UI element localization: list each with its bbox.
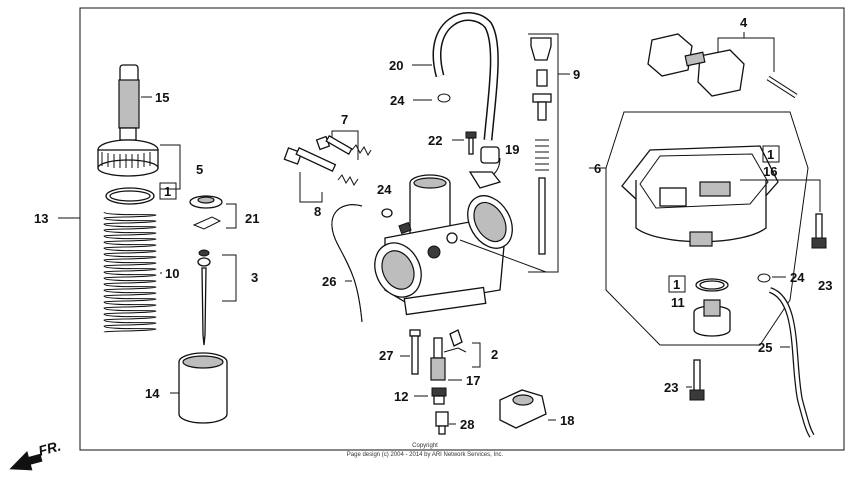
callout-14: 14 (145, 386, 160, 401)
callout-27: 27 (379, 348, 393, 363)
callout-24-top: 24 (390, 93, 405, 108)
front-label: FR. (37, 438, 63, 459)
part-20-overflow-hose (432, 12, 499, 141)
part-carburetor-body (374, 174, 513, 316)
callout-25: 25 (758, 340, 772, 355)
part-9-jet-kit (528, 33, 570, 273)
callout-18: 18 (560, 413, 574, 428)
callout-1-box-right (762, 145, 780, 163)
diagram-frame (79, 7, 845, 451)
callout-23-right: 23 (818, 278, 832, 293)
part-24-hose-clip-right (757, 273, 771, 283)
callout-21: 21 (245, 211, 259, 226)
callout-1-left: 1 (164, 184, 171, 199)
part-15-air-filter (118, 64, 152, 129)
part-10-spring (103, 211, 162, 333)
callout-17: 17 (466, 373, 480, 388)
footer-copyright-text: Page design (c) 2004 - 2014 by ARI Netwo… (347, 452, 504, 458)
part-17-needle-jet-holder (430, 337, 462, 381)
part-11-drain-plug (693, 278, 731, 337)
callout-26: 26 (322, 274, 336, 289)
callout-22: 22 (428, 133, 442, 148)
part-23-screw-right (811, 213, 827, 249)
part-28-starter-jet (435, 411, 456, 435)
callout-1-bottom: 1 (673, 277, 680, 292)
part-24-hose-clip-center (381, 208, 393, 218)
part-4-float (647, 32, 798, 99)
footer-copyright-label: Copyright (412, 443, 438, 449)
callout-28: 28 (460, 417, 474, 432)
callout-15: 15 (155, 90, 169, 105)
callout-16: 16 (763, 164, 777, 179)
callout-9: 9 (573, 67, 580, 82)
callout-12: 12 (394, 389, 408, 404)
callout-23-bottom: 23 (664, 380, 678, 395)
front-direction-arrow: FR. (9, 438, 63, 471)
callout-1-box-left (159, 182, 177, 200)
part-27-pilot-jet (400, 329, 421, 375)
callout-11: 11 (671, 295, 685, 310)
callout-10: 10 (165, 266, 179, 281)
part-24-hose-clip-top (437, 93, 451, 103)
callout-8: 8 (314, 204, 321, 219)
callout-20: 20 (389, 58, 403, 73)
part-14-throttle-slide (170, 352, 228, 424)
callout-4: 4 (740, 15, 748, 30)
part-21-needle-retainer (189, 195, 237, 230)
part-3-jet-needle (197, 249, 237, 346)
part-22-screw (452, 131, 477, 155)
part-5-top-cap (97, 127, 181, 190)
callout-1-box-bottom (668, 275, 686, 293)
part-19-cable-plate (468, 157, 502, 189)
part-2-float-valve (443, 329, 481, 368)
part-7-air-screw (315, 130, 372, 160)
callout-13: 13 (34, 211, 48, 226)
part-18-float-chamber-cover (499, 389, 556, 429)
callout-24-right: 24 (790, 270, 805, 285)
callout-5: 5 (196, 162, 203, 177)
callout-7: 7 (341, 112, 348, 127)
callout-6: 6 (594, 161, 601, 176)
callout-3: 3 (251, 270, 258, 285)
callout-2: 2 (491, 347, 498, 362)
callout-1-right: 1 (767, 147, 774, 162)
callout-19: 19 (505, 142, 519, 157)
part-collar (480, 146, 500, 164)
part-8-throttle-stop-screw (283, 146, 359, 203)
part-float-chamber (621, 145, 779, 247)
part-23-screw-bottom (686, 359, 705, 401)
callout-24-center: 24 (377, 182, 392, 197)
float-chamber-assembly-outline (605, 111, 809, 346)
part-12-main-jet (414, 387, 447, 405)
